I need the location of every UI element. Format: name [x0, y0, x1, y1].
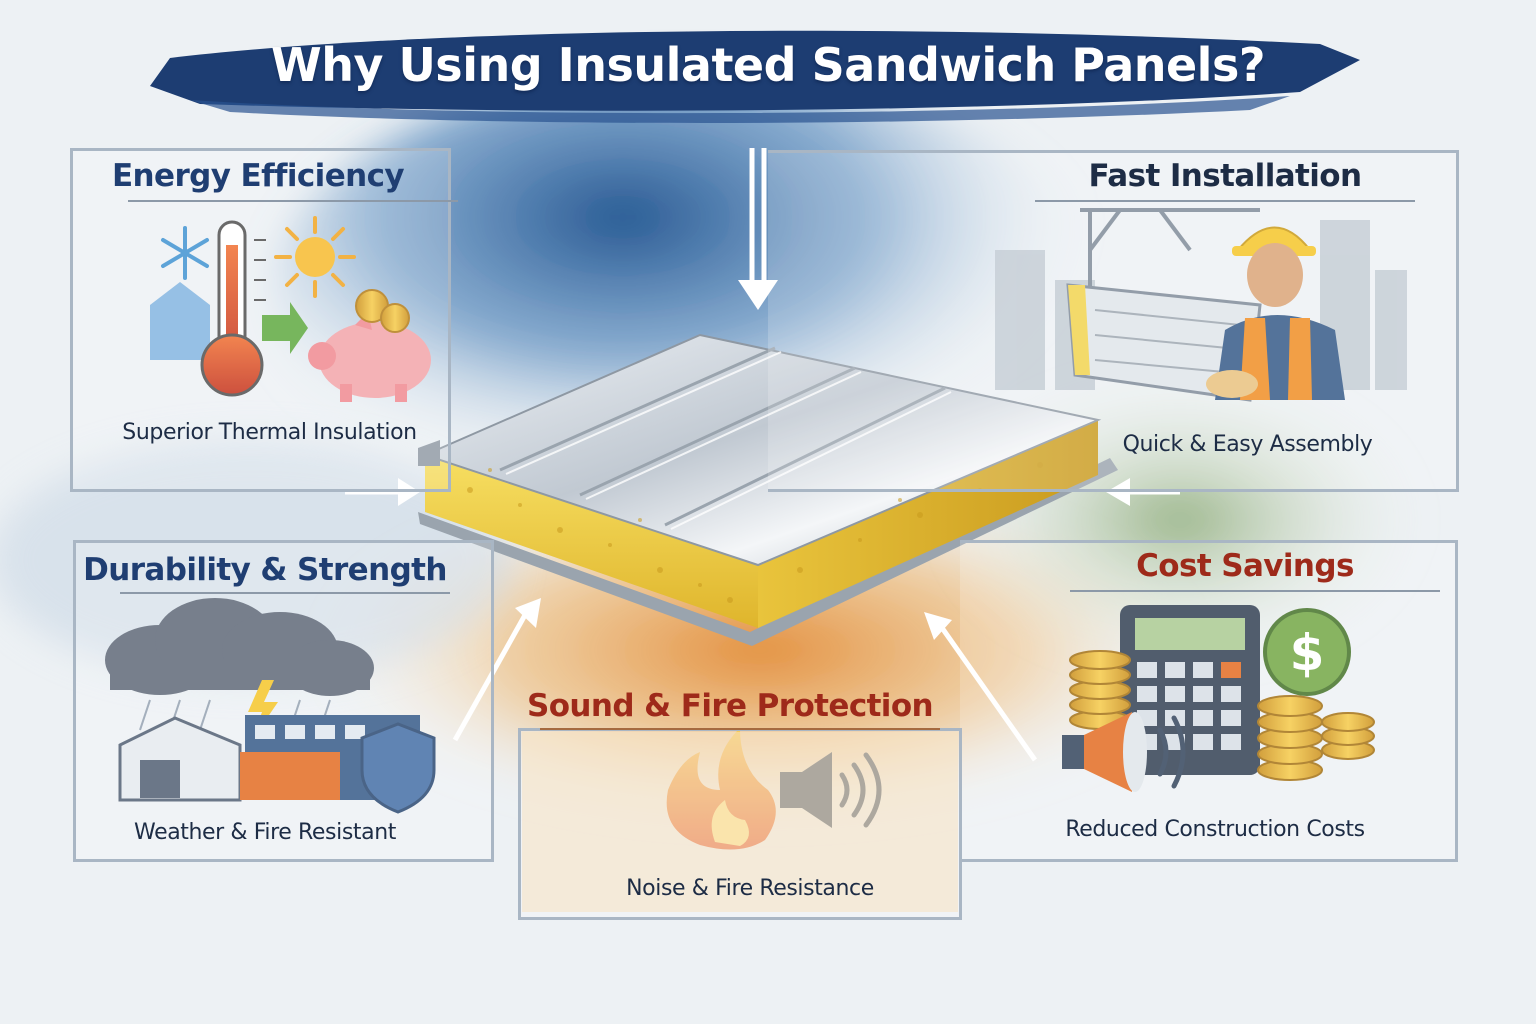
caption-fast-installation: Quick & Easy Assembly	[1122, 432, 1373, 457]
divider	[1035, 200, 1415, 202]
piggy-bank-icon	[308, 289, 431, 402]
snowflake-icon	[161, 226, 209, 280]
divider	[1070, 590, 1440, 592]
sandwich-panel-illustration	[418, 333, 1118, 646]
arrow-upright-icon	[515, 598, 541, 628]
dollar-coin-icon: $	[1263, 608, 1351, 696]
house-icon	[150, 282, 210, 360]
energy-efficiency-illustration	[150, 216, 431, 402]
arrow-down-icon	[738, 280, 778, 310]
dollar-sign: $	[1290, 624, 1325, 682]
caption-durability: Weather & Fire Resistant	[134, 820, 396, 845]
panel-cost-savings	[960, 540, 1458, 862]
cost-savings-illustration: $	[1062, 605, 1375, 792]
storm-cloud-icon	[105, 598, 374, 696]
caption-energy-efficiency: Superior Thermal Insulation	[122, 420, 417, 445]
arrow-upleft-icon	[924, 612, 952, 640]
divider	[120, 592, 450, 594]
title-banner	[150, 30, 1360, 111]
divider	[128, 200, 458, 202]
heading-cost-savings: Cost Savings	[1136, 548, 1354, 584]
calculator-icon	[1120, 605, 1260, 775]
crane-icon	[1080, 208, 1260, 300]
coin-stack-icon	[1069, 650, 1375, 781]
arrow-icon	[262, 302, 308, 354]
panel-energy-efficiency	[70, 148, 451, 492]
heading-fast-installation: Fast Installation	[1088, 158, 1363, 194]
panel-fast-installation	[768, 150, 1459, 492]
sound-fire-panel-fill	[522, 732, 958, 912]
megaphone-icon	[1062, 712, 1186, 792]
panel-durability	[73, 540, 494, 862]
caption-cost-savings: Reduced Construction Costs	[1065, 817, 1365, 842]
fast-installation-illustration	[995, 208, 1407, 402]
durability-illustration	[105, 598, 436, 814]
left-wash	[0, 440, 510, 680]
sun-icon	[274, 216, 356, 298]
heading-energy-efficiency: Energy Efficiency	[111, 158, 405, 194]
page-title: Why Using Insulated Sandwich Panels?	[270, 38, 1266, 92]
connector-arrows	[345, 148, 1180, 762]
arrow-left-icon	[1106, 478, 1130, 506]
lightning-icon	[248, 680, 278, 740]
caption-sound-fire: Noise & Fire Resistance	[626, 876, 874, 901]
thermometer-icon	[200, 220, 266, 397]
heading-sound-fire: Sound & Fire Protection	[526, 688, 934, 724]
arrow-right-icon	[398, 478, 420, 506]
shield-icon	[360, 722, 436, 814]
panel-icon	[1066, 283, 1262, 402]
worker-icon	[1206, 226, 1345, 400]
heading-durability: Durability & Strength	[83, 552, 447, 588]
divider	[540, 728, 940, 730]
